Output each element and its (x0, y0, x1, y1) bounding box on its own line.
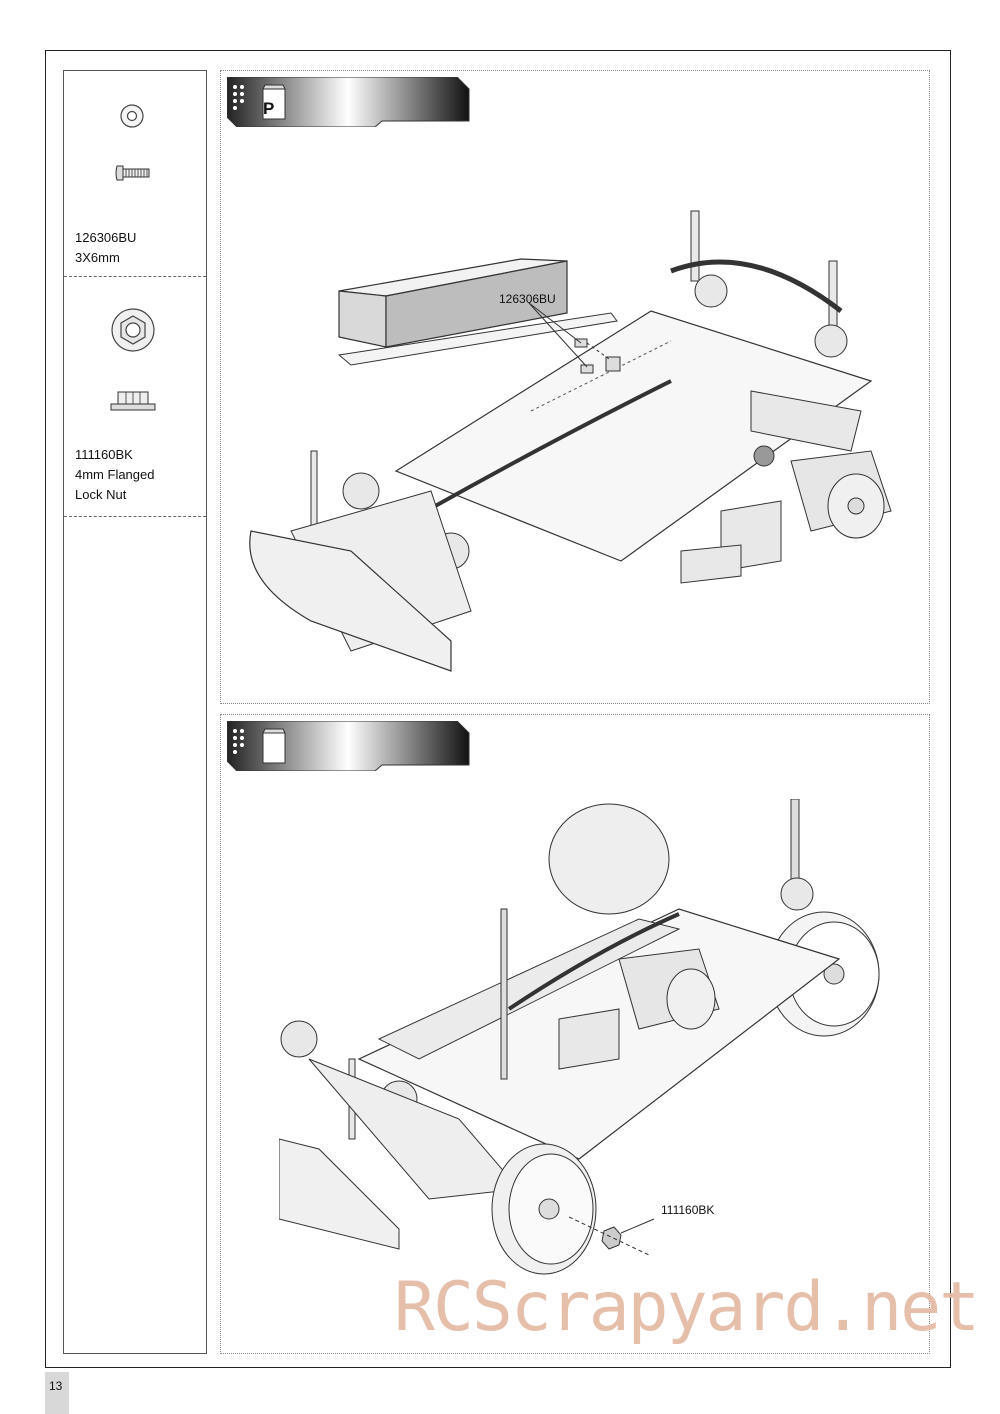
part-desc-line1: 4mm Flanged (75, 467, 155, 482)
battery-pack (338, 258, 568, 348)
step-panel-2: 111160BK (220, 714, 930, 1354)
washer-icon (120, 104, 144, 128)
callout-111160bk: 111160BK (661, 1203, 715, 1217)
flanged-nut-icon (111, 308, 155, 352)
motor (753, 445, 892, 539)
watermark: RCScrapyard.net (394, 1268, 980, 1347)
step-panel-1: P (220, 70, 930, 704)
parts-column: 126306BU 3X6mm 111160BK 4mm Flanged Lock… (63, 70, 207, 1354)
page-frame (45, 50, 951, 1368)
part-cell-111160bk: 111160BK 4mm Flanged Lock Nut (64, 277, 206, 517)
page-number: 13 (45, 1372, 69, 1414)
chassis-illustration-step1 (249, 210, 892, 672)
part-desc: 3X6mm (75, 250, 120, 265)
step-header-banner (227, 721, 470, 771)
chassis-illustration-step2 (279, 799, 880, 1275)
callout-126306bu: 126306BU (499, 292, 556, 306)
bag-letter: P (263, 99, 275, 118)
part-desc-line2: Lock Nut (75, 487, 127, 502)
flanged-nut-side-icon (110, 391, 156, 411)
part-code: 126306BU (75, 230, 137, 245)
part-code: 111160BK (75, 447, 133, 462)
button-head-screw-icon (115, 165, 150, 181)
step-header-banner (227, 77, 470, 127)
part-cell-126306bu: 126306BU 3X6mm (64, 71, 206, 277)
